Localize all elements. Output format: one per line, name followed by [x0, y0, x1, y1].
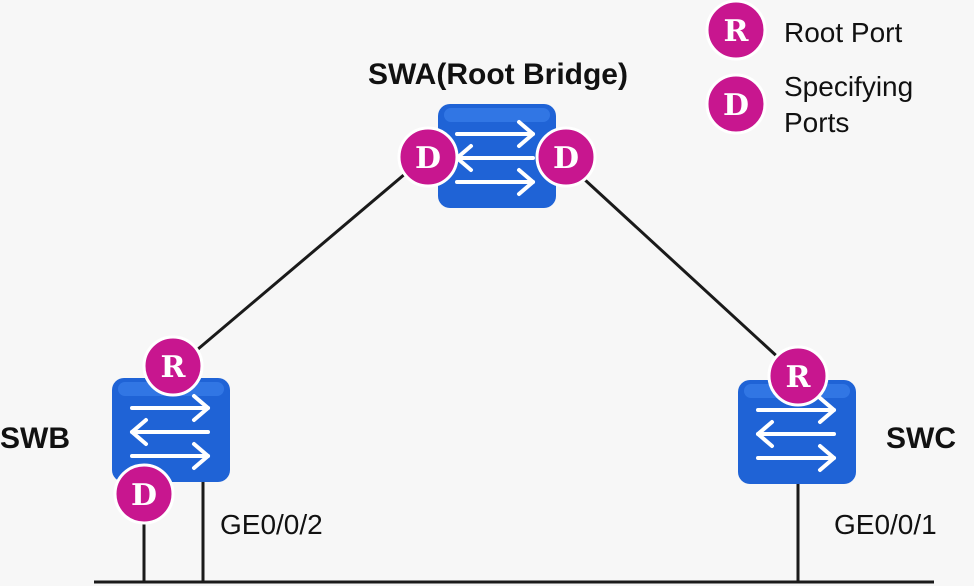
svg-text:D: D — [723, 88, 749, 123]
swa-left-designated-port: D — [397, 126, 459, 188]
swb-designated-port: D — [113, 463, 175, 525]
svg-text:D: D — [553, 141, 579, 176]
swb-interface-label: GE0/0/2 — [220, 509, 323, 540]
swb-label: SWB — [0, 422, 70, 455]
legend-root-port-badge: R — [705, 0, 767, 61]
svg-text:D: D — [131, 478, 157, 513]
swb-root-port: R — [142, 335, 204, 397]
swc-interface-label: GE0/0/1 — [834, 509, 937, 540]
svg-text:R: R — [786, 360, 812, 395]
legend-root-port-label: Root Port — [784, 17, 902, 48]
legend-designated-port-label-line1: Specifying — [784, 71, 913, 102]
swc-root-port: R — [767, 345, 829, 407]
legend: R Root Port D Specifying Ports — [705, 0, 913, 138]
swc-label: SWC — [886, 422, 956, 455]
svg-text:R: R — [161, 350, 187, 385]
svg-text:D: D — [415, 141, 441, 176]
swa-switch[interactable] — [438, 104, 556, 208]
link-swa-swc — [570, 166, 796, 374]
swa-right-designated-port: D — [535, 126, 597, 188]
link-swa-swb — [177, 166, 413, 368]
swa-label: SWA(Root Bridge) — [368, 58, 628, 91]
legend-designated-port-label-line2: Ports — [784, 107, 849, 138]
legend-designated-port-badge: D — [705, 73, 767, 135]
svg-text:R: R — [724, 14, 750, 49]
